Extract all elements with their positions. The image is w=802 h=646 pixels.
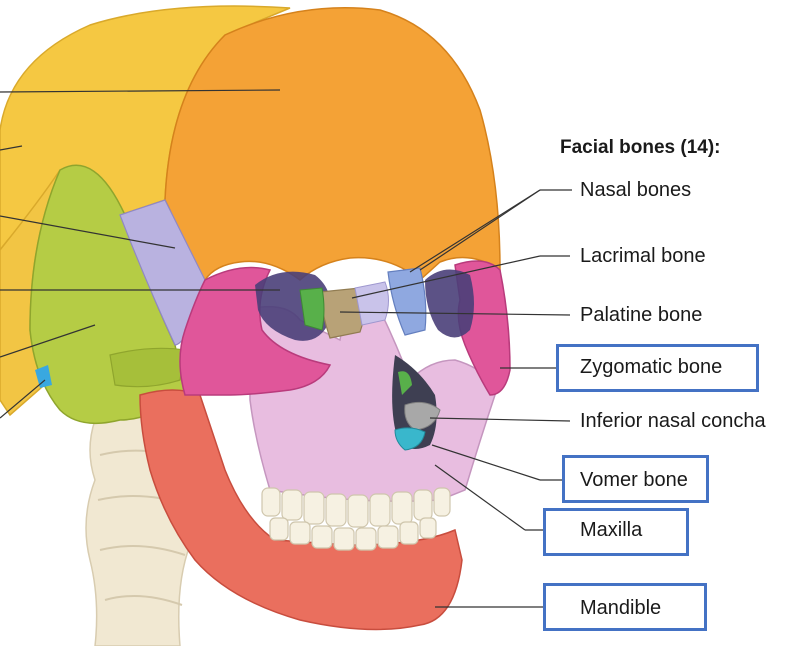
label-inferior-nasal-concha: Inferior nasal concha xyxy=(580,410,766,432)
right-leader-lines xyxy=(339,189,572,608)
nasal-bone xyxy=(387,267,427,336)
mandible-bone xyxy=(139,389,463,631)
lacrimal-bone xyxy=(354,281,389,326)
vomer-bone xyxy=(394,427,426,451)
label-lacrimal-bone: Lacrimal bone xyxy=(580,245,706,267)
label-nasal-bones: Nasal bones xyxy=(580,179,692,201)
zygomatic-bone-left xyxy=(179,266,332,396)
orbit-right xyxy=(425,269,474,338)
highlight-box-vomer xyxy=(562,455,709,503)
highlight-box-maxilla xyxy=(543,508,689,556)
inferior-nasal-concha xyxy=(404,401,441,431)
facial-bones-heading: Facial bones (14): xyxy=(560,137,721,158)
highlight-box-mandible xyxy=(543,583,707,631)
label-vomer-bone: Vomer bone xyxy=(580,469,688,491)
label-palatine-bone: Palatine bone xyxy=(580,304,703,326)
highlight-box-zygomatic xyxy=(556,344,759,392)
frontal-bone xyxy=(164,7,501,282)
label-zygomatic-bone: Zygomatic bone xyxy=(580,356,723,378)
label-mandible: Mandible xyxy=(580,597,662,619)
teeth xyxy=(261,487,451,551)
label-maxilla: Maxilla xyxy=(580,519,643,541)
left-leader-lines xyxy=(0,89,281,419)
